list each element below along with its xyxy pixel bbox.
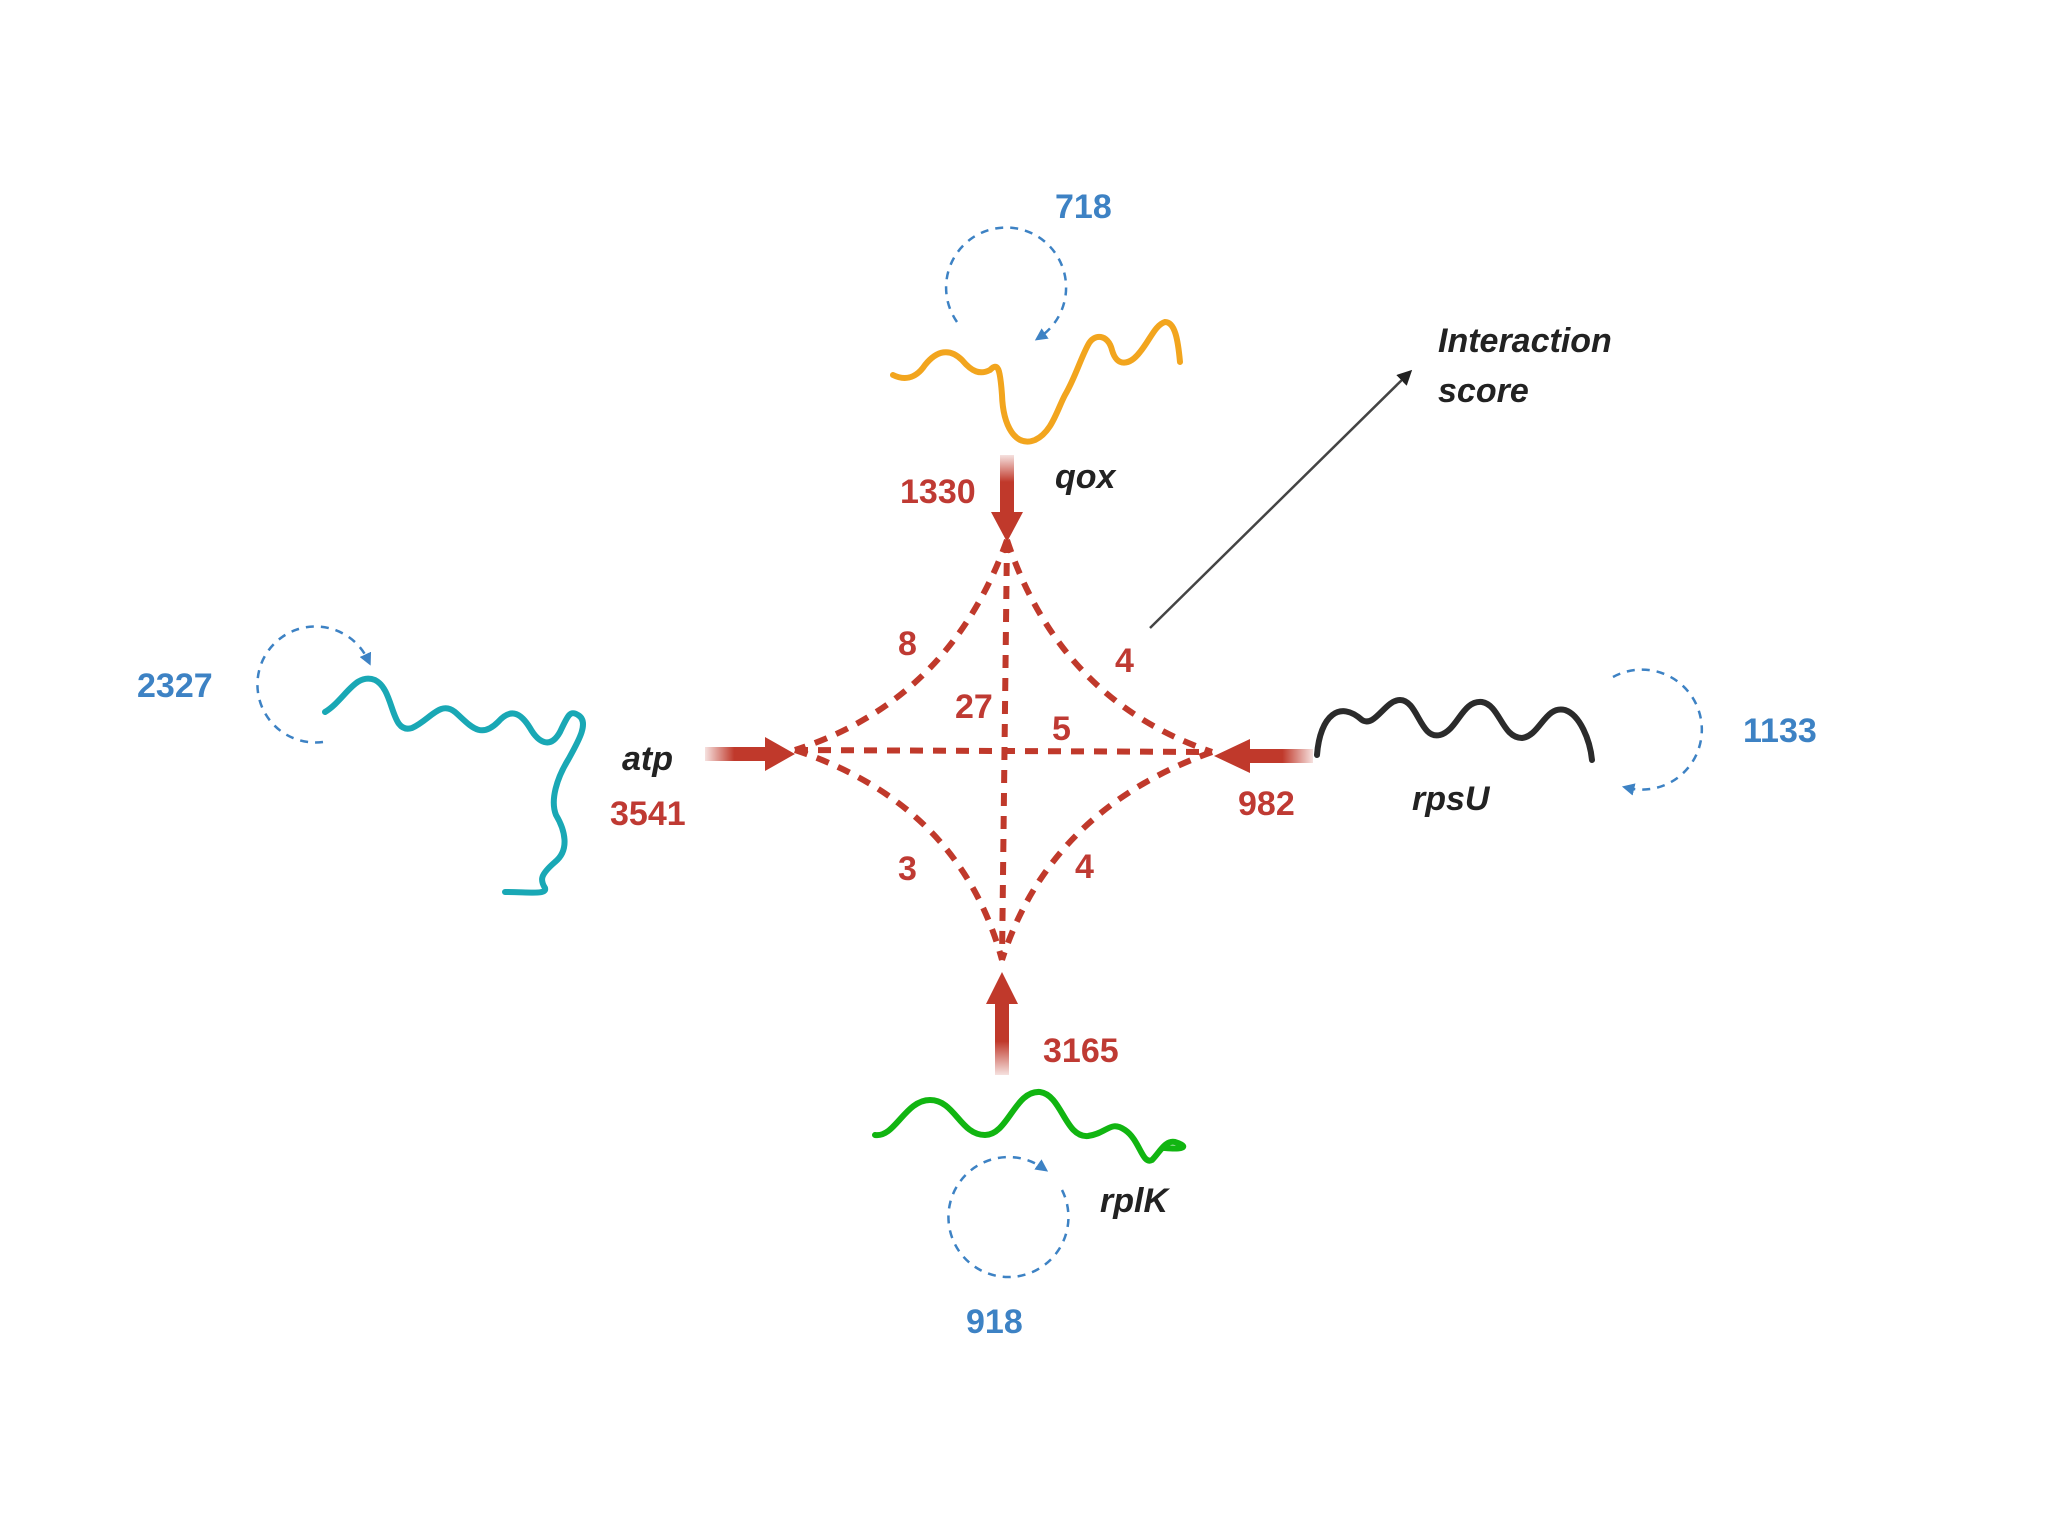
edge-score-atp-rpsU: 5 xyxy=(1052,710,1071,748)
rplK-total-score: 3165 xyxy=(1043,1032,1119,1070)
edge-score-qox-rplK: 27 xyxy=(955,688,993,726)
rpsU-strand xyxy=(1314,696,1595,763)
qox-strand xyxy=(890,318,1183,445)
rplK-label: rplK xyxy=(1100,1182,1170,1220)
legend-line-2: score xyxy=(1438,372,1529,410)
atp-label: atp xyxy=(622,740,673,778)
qox-arrow-shaft xyxy=(1000,455,1014,515)
gene-strands xyxy=(322,318,1595,1164)
rplK-self-score: 918 xyxy=(966,1303,1023,1341)
atp-total-score: 3541 xyxy=(610,795,686,833)
edge-qox-rpsU xyxy=(1004,539,1213,755)
rpsU-arrow-head xyxy=(1214,739,1250,773)
legend-arrow xyxy=(1149,369,1413,629)
rpsU-self-loop xyxy=(1612,668,1704,796)
qox-self-loop xyxy=(944,226,1068,341)
atp-strand xyxy=(322,675,586,896)
rplK-arrow-head xyxy=(986,972,1018,1004)
rplK-self-loop xyxy=(947,1155,1070,1279)
total-arrows xyxy=(705,455,1313,1075)
rplK-arrow-shaft xyxy=(995,1000,1009,1075)
rpsU-label: rpsU xyxy=(1412,780,1491,818)
edge-score-rpsU-rplK: 4 xyxy=(1075,848,1094,886)
interaction-edges xyxy=(794,538,1214,961)
labels: Interaction score qox atp rpsU rplK 718 … xyxy=(137,188,1817,1341)
rpsU-total-score: 982 xyxy=(1238,785,1295,823)
qox-self-score: 718 xyxy=(1055,188,1112,226)
legend-line-1: Interaction xyxy=(1438,322,1612,360)
rpsU-arrow-shaft xyxy=(1245,749,1313,763)
atp-arrow-shaft xyxy=(705,747,770,761)
atp-self-score: 2327 xyxy=(137,667,213,705)
edge-score-qox-rpsU: 4 xyxy=(1115,642,1134,680)
rpsU-self-score: 1133 xyxy=(1743,712,1817,750)
atp-self-loop xyxy=(256,625,372,744)
qox-arrow-head xyxy=(991,512,1023,542)
self-loops xyxy=(256,226,1704,1279)
edge-score-atp-rplK: 3 xyxy=(898,850,917,888)
qox-total-score: 1330 xyxy=(900,473,976,511)
edge-score-qox-atp: 8 xyxy=(898,625,917,663)
atp-arrow-head xyxy=(765,737,795,771)
qox-label: qox xyxy=(1055,458,1118,496)
edge-atp-rpsU xyxy=(794,747,1213,755)
rplK-strand xyxy=(872,1089,1187,1164)
edge-rpsU-rplK xyxy=(999,749,1214,961)
